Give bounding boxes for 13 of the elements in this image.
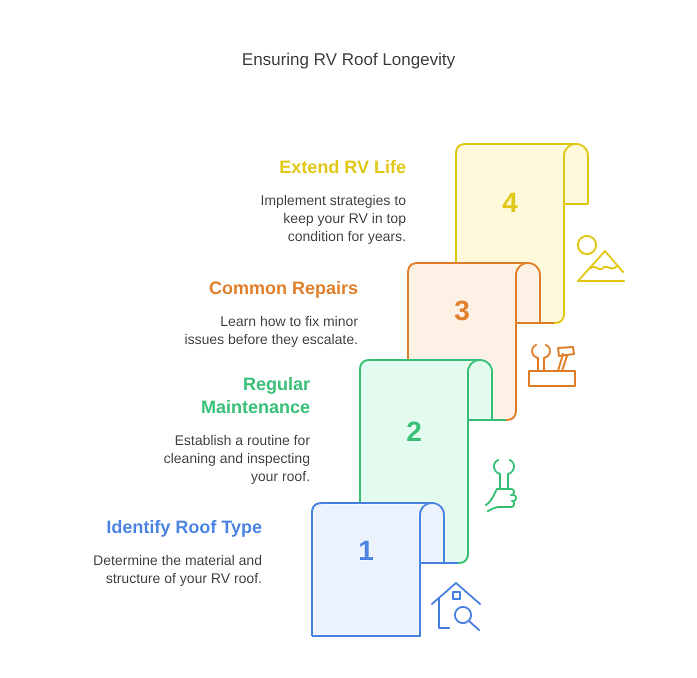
step-heading: Regular Maintenance [200,373,310,419]
step-heading: Extend RV Life [278,156,406,179]
step-description: Determine the material and structure of your RV roof. [92,551,262,587]
step-number: 1 [357,534,375,568]
step-number: 4 [501,186,519,220]
step-description: Implement strategies to keep your RV in top condition for years. [259,191,406,245]
title: Ensuring RV Roof Longevity [240,49,456,71]
step-heading: Identify Roof Type [105,516,262,539]
step-number: 2 [405,415,423,449]
step-heading: Common Repairs [208,277,358,300]
step-description: Establish a routine for cleaning and inspecting your roof. [162,431,310,485]
step-number: 3 [453,294,471,328]
step-description: Learn how to fix minor issues before they escalate. [183,312,358,348]
